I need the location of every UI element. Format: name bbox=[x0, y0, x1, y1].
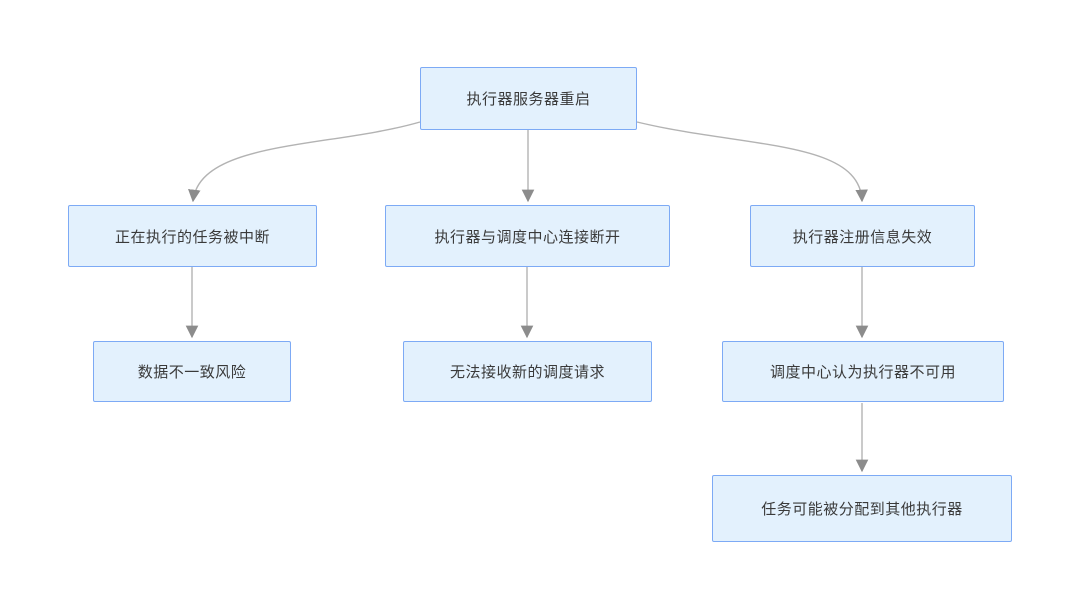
flow-node-label: 执行器与调度中心连接断开 bbox=[434, 228, 621, 246]
flow-node-label: 执行器注册信息失效 bbox=[792, 228, 933, 246]
flow-node-data-inconsistency-risk[interactable]: 数据不一致风险 bbox=[93, 341, 291, 402]
flow-node-executor-server-restart[interactable]: 执行器服务器重启 bbox=[420, 67, 637, 130]
flow-node-label: 调度中心认为执行器不可用 bbox=[769, 364, 956, 381]
flow-node-label: 无法接收新的调度请求 bbox=[449, 364, 605, 381]
flow-node-label: 正在执行的任务被中断 bbox=[114, 228, 270, 246]
flow-node-running-tasks-interrupted[interactable]: 正在执行的任务被中断 bbox=[68, 205, 317, 267]
flow-node-executor-unavailable[interactable]: 调度中心认为执行器不可用 bbox=[722, 341, 1004, 402]
flow-node-connection-broken[interactable]: 执行器与调度中心连接断开 bbox=[385, 205, 670, 267]
flow-node-tasks-reassigned[interactable]: 任务可能被分配到其他执行器 bbox=[712, 475, 1012, 542]
connector-root-to-n1 bbox=[188, 121, 421, 203]
flow-node-label: 任务可能被分配到其他执行器 bbox=[761, 501, 963, 518]
connector-root-to-n3 bbox=[636, 121, 868, 203]
flow-node-label: 数据不一致风险 bbox=[137, 364, 247, 381]
flow-node-label: 执行器服务器重启 bbox=[466, 91, 591, 108]
flow-node-cannot-receive-requests[interactable]: 无法接收新的调度请求 bbox=[403, 341, 652, 402]
flow-node-registration-invalid[interactable]: 执行器注册信息失效 bbox=[750, 205, 975, 267]
